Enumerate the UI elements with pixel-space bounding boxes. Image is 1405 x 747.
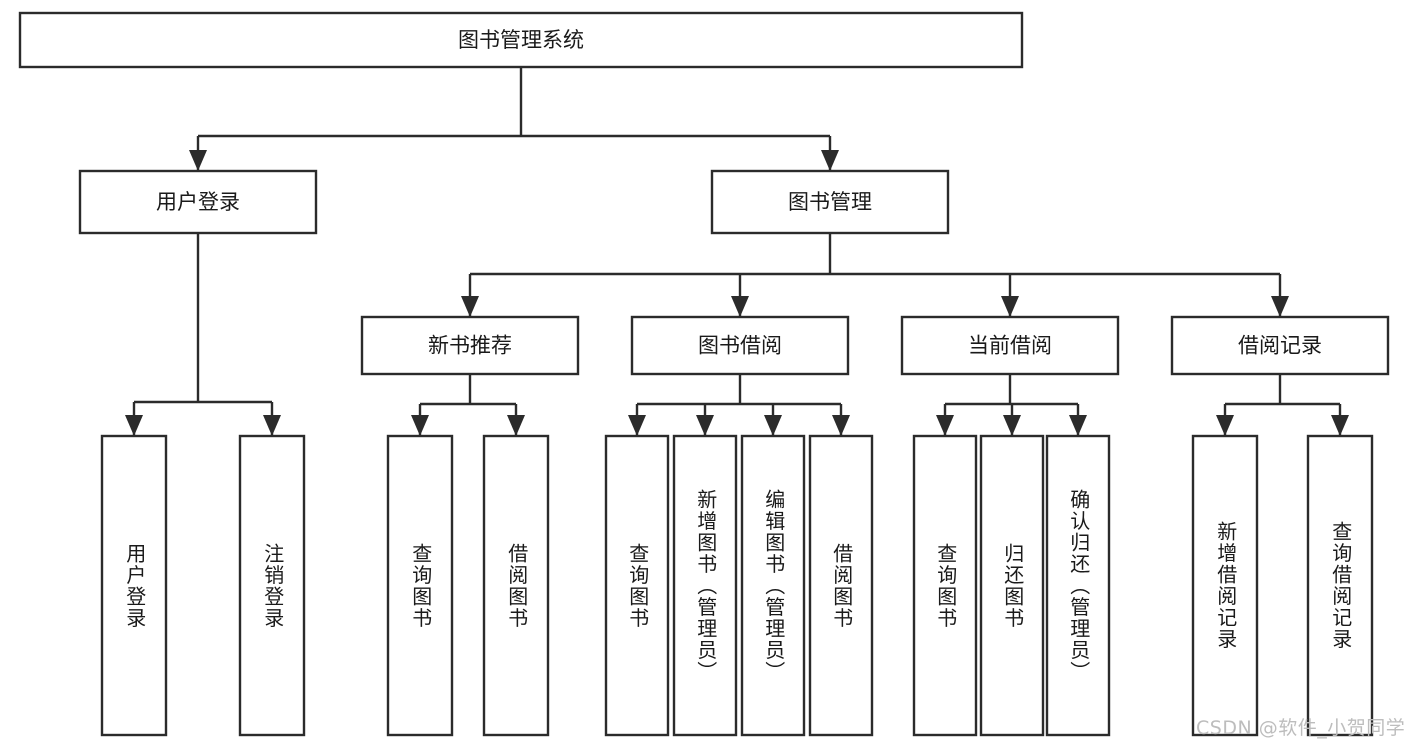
node-box-new-book-recommend[interactable] bbox=[360, 315, 580, 376]
node-box-leaf-confirm-return-admin[interactable] bbox=[1045, 434, 1111, 737]
node-box-user-login[interactable] bbox=[78, 169, 318, 235]
node-box-leaf-return-book[interactable] bbox=[979, 434, 1045, 737]
connector-arrow-icon bbox=[461, 296, 479, 317]
node-label-book-manage: 图书管理 bbox=[788, 190, 872, 214]
connector-group-user-login-to-leaves bbox=[125, 233, 281, 436]
node-box-leaf-add-book-admin[interactable] bbox=[672, 434, 738, 737]
node-box-root[interactable] bbox=[18, 11, 1024, 69]
node-box-current-borrow[interactable] bbox=[900, 315, 1120, 376]
node-box-borrow-record[interactable] bbox=[1170, 315, 1390, 376]
connector-arrow-icon bbox=[411, 415, 429, 436]
node-box-leaf-query-book-cur[interactable] bbox=[912, 434, 978, 737]
connector-arrow-icon bbox=[628, 415, 646, 436]
connector-arrow-icon bbox=[507, 415, 525, 436]
node-label-root: 图书管理系统 bbox=[458, 28, 584, 52]
connector-arrow-icon bbox=[821, 150, 839, 171]
connector-group-borrow-record-to-leaves bbox=[1216, 374, 1349, 436]
node-label-book-borrow: 图书借阅 bbox=[698, 334, 782, 358]
connector-arrow-icon bbox=[764, 415, 782, 436]
boxes-layer bbox=[18, 11, 1390, 737]
connector-group-root-to-level2 bbox=[189, 67, 839, 171]
node-box-leaf-add-borrow-record[interactable] bbox=[1191, 434, 1259, 737]
connector-group-current-borrow-to-leaves bbox=[936, 374, 1087, 436]
node-box-leaf-borrow-book[interactable] bbox=[808, 434, 874, 737]
connector-arrow-icon bbox=[125, 415, 143, 436]
node-box-leaf-user-login[interactable] bbox=[100, 434, 168, 737]
node-label-current-borrow: 当前借阅 bbox=[968, 334, 1052, 358]
node-label-new-book-recommend: 新书推荐 bbox=[428, 334, 512, 358]
connector-group-book-borrow-to-leaves bbox=[628, 374, 850, 436]
connector-arrow-icon bbox=[1001, 296, 1019, 317]
connector-arrow-icon bbox=[1271, 296, 1289, 317]
node-label-user-login: 用户登录 bbox=[156, 190, 240, 214]
connector-arrow-icon bbox=[1069, 415, 1087, 436]
connector-arrow-icon bbox=[1003, 415, 1021, 436]
connector-arrow-icon bbox=[1216, 415, 1234, 436]
connector-group-new-book-recommend-to-leaves bbox=[411, 374, 525, 436]
connector-arrow-icon bbox=[263, 415, 281, 436]
connectors-layer bbox=[125, 67, 1349, 436]
node-label-borrow-record: 借阅记录 bbox=[1238, 334, 1322, 358]
connector-arrow-icon bbox=[832, 415, 850, 436]
node-box-leaf-edit-book-admin[interactable] bbox=[740, 434, 806, 737]
node-box-leaf-user-logout[interactable] bbox=[238, 434, 306, 737]
node-box-leaf-borrow-book-rec[interactable] bbox=[482, 434, 550, 737]
connector-arrow-icon bbox=[696, 415, 714, 436]
connector-arrow-icon bbox=[936, 415, 954, 436]
csdn-watermark: CSDN @软件_小贺同学 bbox=[1196, 717, 1405, 739]
connector-arrow-icon bbox=[1331, 415, 1349, 436]
node-box-book-borrow[interactable] bbox=[630, 315, 850, 376]
node-box-leaf-query-book-rec[interactable] bbox=[386, 434, 454, 737]
node-box-leaf-query-borrow-record[interactable] bbox=[1306, 434, 1374, 737]
connector-arrow-icon bbox=[731, 296, 749, 317]
node-box-leaf-query-book-borrow[interactable] bbox=[604, 434, 670, 737]
connector-arrow-icon bbox=[189, 150, 207, 171]
node-box-book-manage[interactable] bbox=[710, 169, 950, 235]
connector-group-book-manage-to-level3 bbox=[461, 233, 1289, 317]
